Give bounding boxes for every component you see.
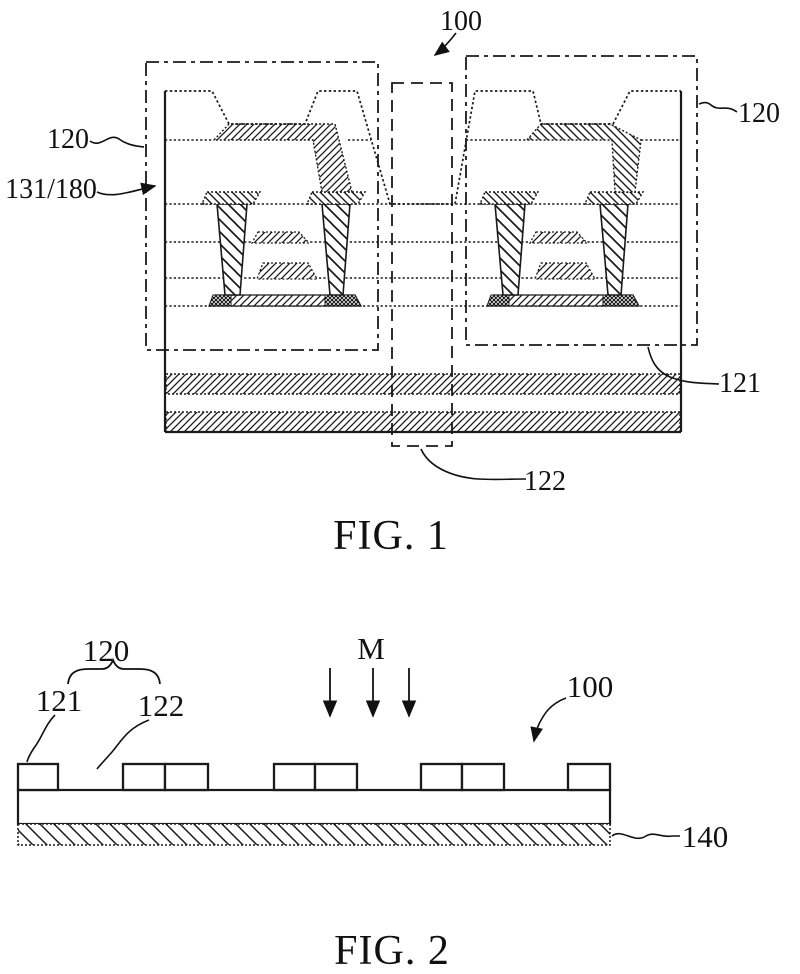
fig2-label-122: 122 <box>138 688 185 723</box>
figure1-drawing: 100 120 131/180 120 121 122 FIG. 1 <box>5 6 780 559</box>
fig2-leader-140 <box>611 832 680 840</box>
fig2-label-121: 121 <box>36 683 83 718</box>
fig2-label-140: 140 <box>682 819 729 854</box>
fig1-leader-120-left <box>89 136 145 148</box>
fig2-label-120: 120 <box>83 633 130 668</box>
fig1-label-120-left: 120 <box>47 124 89 155</box>
fig2-substrate-layer <box>16 788 612 826</box>
fig1-substrate-layers <box>165 373 681 433</box>
tft-left <box>201 191 366 307</box>
fig1-left-pixel-region-box-120 <box>145 61 379 351</box>
fig2-mask-pattern-blocks <box>16 762 612 792</box>
fig1-leader-120-right <box>698 101 738 113</box>
fig2-block <box>272 762 317 792</box>
fig1-substrate-bar <box>165 411 681 433</box>
fig1-caption: FIG. 1 <box>333 513 449 559</box>
fig1-right-pixel-region-box-120 <box>465 55 698 346</box>
fig1-barrier-layer-121-bar <box>165 373 681 395</box>
fig1-label-121: 121 <box>719 368 761 399</box>
fig1-leader-122 <box>420 448 527 481</box>
fig1-leader-121 <box>647 346 720 385</box>
fig2-block <box>313 762 359 792</box>
fig2-block <box>163 762 210 792</box>
fig1-layer-lines <box>165 139 681 307</box>
fig2-block <box>121 762 167 792</box>
fig1-leader-lines <box>89 32 738 481</box>
fig2-caption: FIG. 2 <box>334 928 450 974</box>
fig2-brace-120 <box>67 657 161 685</box>
fig2-carrier-layer-140 <box>17 823 611 846</box>
fig1-label-131-180: 131/180 <box>5 174 97 205</box>
fig2-label-100: 100 <box>567 669 614 704</box>
figure2-drawing: 120 121 122 M 100 140 FIG. 2 <box>16 631 729 974</box>
fig1-outer-edges <box>163 91 683 434</box>
fig1-leader-131-180 <box>96 182 157 196</box>
fig2-block-single-left <box>16 762 60 792</box>
fig2-deposition-arrows-M <box>322 668 417 718</box>
fig2-leader-121 <box>26 714 56 763</box>
fig1-label-122: 122 <box>524 466 566 497</box>
fig2-leader-122 <box>96 719 150 770</box>
fig2-block-single-right <box>566 762 612 792</box>
fig1-leader-100 <box>433 32 457 56</box>
fig1-groove-region-box-122 <box>391 82 453 447</box>
fig1-right-electrode-band <box>525 123 642 193</box>
fig2-label-M: M <box>357 631 385 666</box>
fig1-left-electrode-band <box>212 123 353 193</box>
fig1-label-100: 100 <box>440 6 482 37</box>
tft-right <box>479 191 644 307</box>
fig2-block <box>419 762 464 792</box>
fig2-leader-100 <box>530 697 567 743</box>
fig1-top-surface <box>165 90 681 205</box>
fig2-block <box>460 762 506 792</box>
fig2-leader-lines <box>26 697 680 840</box>
fig1-label-120-right: 120 <box>738 98 780 129</box>
